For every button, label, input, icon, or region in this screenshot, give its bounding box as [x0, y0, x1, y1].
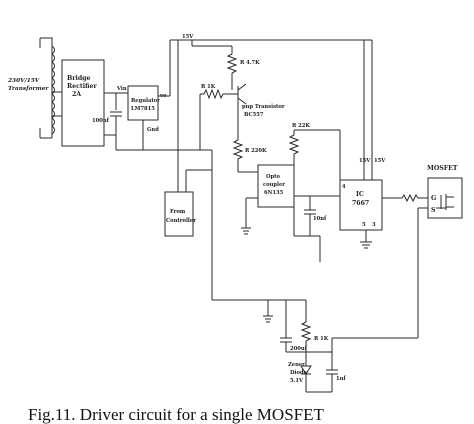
transformer-label-line1: 230V/15V — [7, 78, 40, 84]
ic-pin-15v-a: 15V — [359, 158, 371, 164]
r-4k7-label: R 4.7K — [240, 60, 260, 66]
opto-label-line3: 6N135 — [264, 190, 284, 196]
regulator-label-line2: LM7815 — [131, 106, 155, 112]
cap-10nf-label: 10nf — [313, 216, 327, 222]
from-controller-line1: From — [170, 209, 186, 215]
regulator-section: Vin 100nf Regulator LM7815 vo Gnd — [92, 85, 212, 151]
cap-200uf-label: 200uf — [290, 346, 308, 352]
figure-caption: Fig.11. Driver circuit for a single MOSF… — [28, 405, 324, 424]
mosfet-section: MOSFET G S — [382, 165, 463, 338]
optocoupler: Opto coupler 6N135 — [241, 164, 295, 235]
supply-rail-15v: 15V — [158, 34, 373, 190]
ic-label-line1: IC — [356, 191, 364, 198]
cap-1nf-label: 1nf — [336, 376, 346, 382]
zener-label-line1: Zener — [288, 362, 305, 368]
ic-pin-15v-b: 15V — [374, 158, 386, 164]
cap-100nf-label: 100nf — [92, 118, 110, 124]
bottom-bias-network: 200uf R 1K Zener Diode 5.1V 1nf — [212, 299, 418, 393]
transformer-label-line2: Transformer — [8, 86, 49, 92]
gnd-label: Gnd — [147, 127, 159, 133]
zener-label-line3: 5.1V — [290, 378, 304, 384]
pullup-and-filter: R 22K 10nf — [288, 123, 340, 262]
from-controller: From Controller — [164, 106, 213, 300]
v15-top-label: 15V — [182, 34, 194, 40]
bridge-rectifier: Bridge Rectifier 2A — [52, 59, 105, 147]
rectifier-label-line2: Rectifier — [67, 83, 97, 90]
ic-pin-5: 5 — [362, 222, 366, 228]
rectifier-label-line3: 2A — [72, 91, 81, 98]
opto-label-line1: Opto — [266, 174, 281, 180]
ic-pin-3: 3 — [372, 222, 376, 228]
from-controller-line2: Controller — [166, 218, 196, 224]
ic-label-line2: 7667 — [352, 200, 369, 207]
r-1k-label: R 1K — [201, 84, 216, 90]
pnp-label-line2: BC557 — [244, 112, 264, 118]
mosfet-label: MOSFET — [427, 165, 458, 172]
opto-label-line2: coupler — [263, 182, 285, 188]
driver-circuit-diagram: 230V/15V Transformer Bridge Rectifier 2A… — [7, 34, 463, 393]
mosfet-pin-g: G — [431, 195, 436, 202]
driver-ic-7667: IC 7667 15V 15V 4 5 3 — [339, 130, 386, 249]
mosfet-pin-s: S — [431, 207, 436, 214]
regulator-label-line1: Regulator — [131, 98, 160, 104]
ic-pin-4: 4 — [342, 184, 346, 190]
pnp-label-line1: pnp Transistor — [242, 104, 285, 110]
transformer: 230V/15V Transformer — [7, 37, 55, 139]
r-220k-label: R 220K — [245, 148, 267, 154]
r-bottom-label: R 1K — [314, 336, 329, 342]
pnp-stage: R 4.7K R 1K pnp Transistor BC557 R 220K — [199, 46, 285, 173]
vin-label: Vin — [116, 86, 127, 92]
r-22k-label: R 22K — [292, 123, 310, 129]
zener-label-line2: Diode — [290, 370, 308, 376]
rectifier-label-line1: Bridge — [67, 75, 90, 82]
